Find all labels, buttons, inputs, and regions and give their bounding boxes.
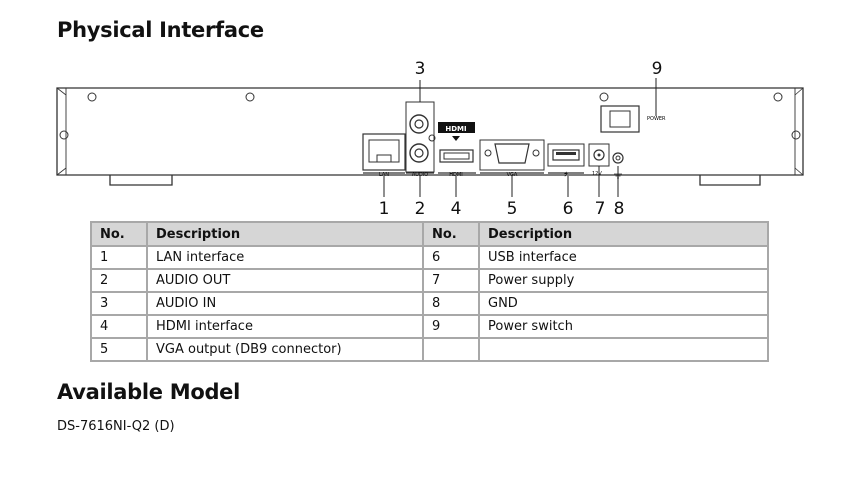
hdmi-logo: HDMI — [445, 125, 466, 133]
table-row: 3 AUDIO IN 8 GND — [90, 291, 769, 316]
table-cell: 9 — [422, 314, 480, 339]
page-title: Physical Interface — [57, 18, 264, 42]
power-switch-label: POWER — [647, 116, 666, 122]
table-cell: HDMI interface — [146, 314, 424, 339]
header-description: Description — [478, 221, 769, 247]
table-cell: VGA output (DB9 connector) — [146, 337, 424, 362]
table-cell: AUDIO OUT — [146, 268, 424, 293]
power-switch: POWER — [600, 105, 666, 133]
table-row: 4 HDMI interface 9 Power switch — [90, 314, 769, 339]
table-cell: Power supply — [478, 268, 769, 293]
table-row: 5 VGA output (DB9 connector) — [90, 337, 769, 362]
hdmi-port: HDMI HDMI — [438, 122, 476, 178]
table-cell: Power switch — [478, 314, 769, 339]
lan-port-label: LAN — [379, 172, 389, 178]
table-cell: LAN interface — [146, 245, 424, 270]
table-cell: 5 — [90, 337, 148, 362]
header-no: No. — [90, 221, 148, 247]
table-row: 1 LAN interface 6 USB interface — [90, 245, 769, 270]
model-name: DS-7616NI-Q2 (D) — [57, 419, 175, 434]
callout-lines — [383, 78, 657, 197]
table-cell — [478, 337, 769, 362]
callout-3: 3 — [415, 59, 426, 79]
usb-symbol: ⭍ — [564, 172, 568, 178]
hdmi-port-label: HDMI — [449, 172, 462, 178]
vga-port-label: VGA — [507, 172, 518, 178]
power-jack: 12V — [588, 143, 610, 177]
table-cell: 1 — [90, 245, 148, 270]
rear-panel-diagram: LAN AUDIO HDMI HDMI VGA ⭍ — [56, 59, 804, 215]
table-cell: 3 — [90, 291, 148, 316]
model-section-title: Available Model — [57, 380, 241, 404]
table-cell — [422, 337, 480, 362]
table-cell: 8 — [422, 291, 480, 316]
table-cell: USB interface — [478, 245, 769, 270]
callout-7: 7 — [595, 199, 606, 215]
vga-port: VGA — [479, 139, 545, 178]
callout-4: 4 — [451, 199, 462, 215]
power-voltage-label: 12V — [592, 171, 602, 177]
table-cell: AUDIO IN — [146, 291, 424, 316]
callout-6: 6 — [563, 199, 574, 215]
table-cell: 2 — [90, 268, 148, 293]
table-header-row: No. Description No. Description — [90, 221, 769, 247]
lan-port: LAN — [362, 133, 406, 178]
table-cell: 6 — [422, 245, 480, 270]
header-no: No. — [422, 221, 480, 247]
callout-2: 2 — [415, 199, 426, 215]
callout-8: 8 — [614, 199, 625, 215]
header-description: Description — [146, 221, 424, 247]
callout-1: 1 — [379, 199, 390, 215]
audio-port-label: AUDIO — [412, 172, 428, 178]
interface-table: No. Description No. Description 1 LAN in… — [90, 221, 769, 362]
table-cell: 7 — [422, 268, 480, 293]
callout-5: 5 — [507, 199, 518, 215]
audio-ports: AUDIO — [405, 101, 436, 178]
table-cell: GND — [478, 291, 769, 316]
table-row: 2 AUDIO OUT 7 Power supply — [90, 268, 769, 293]
usb-port: ⭍ — [547, 143, 585, 178]
table-cell: 4 — [90, 314, 148, 339]
screws — [59, 92, 801, 140]
callout-9: 9 — [652, 59, 663, 79]
